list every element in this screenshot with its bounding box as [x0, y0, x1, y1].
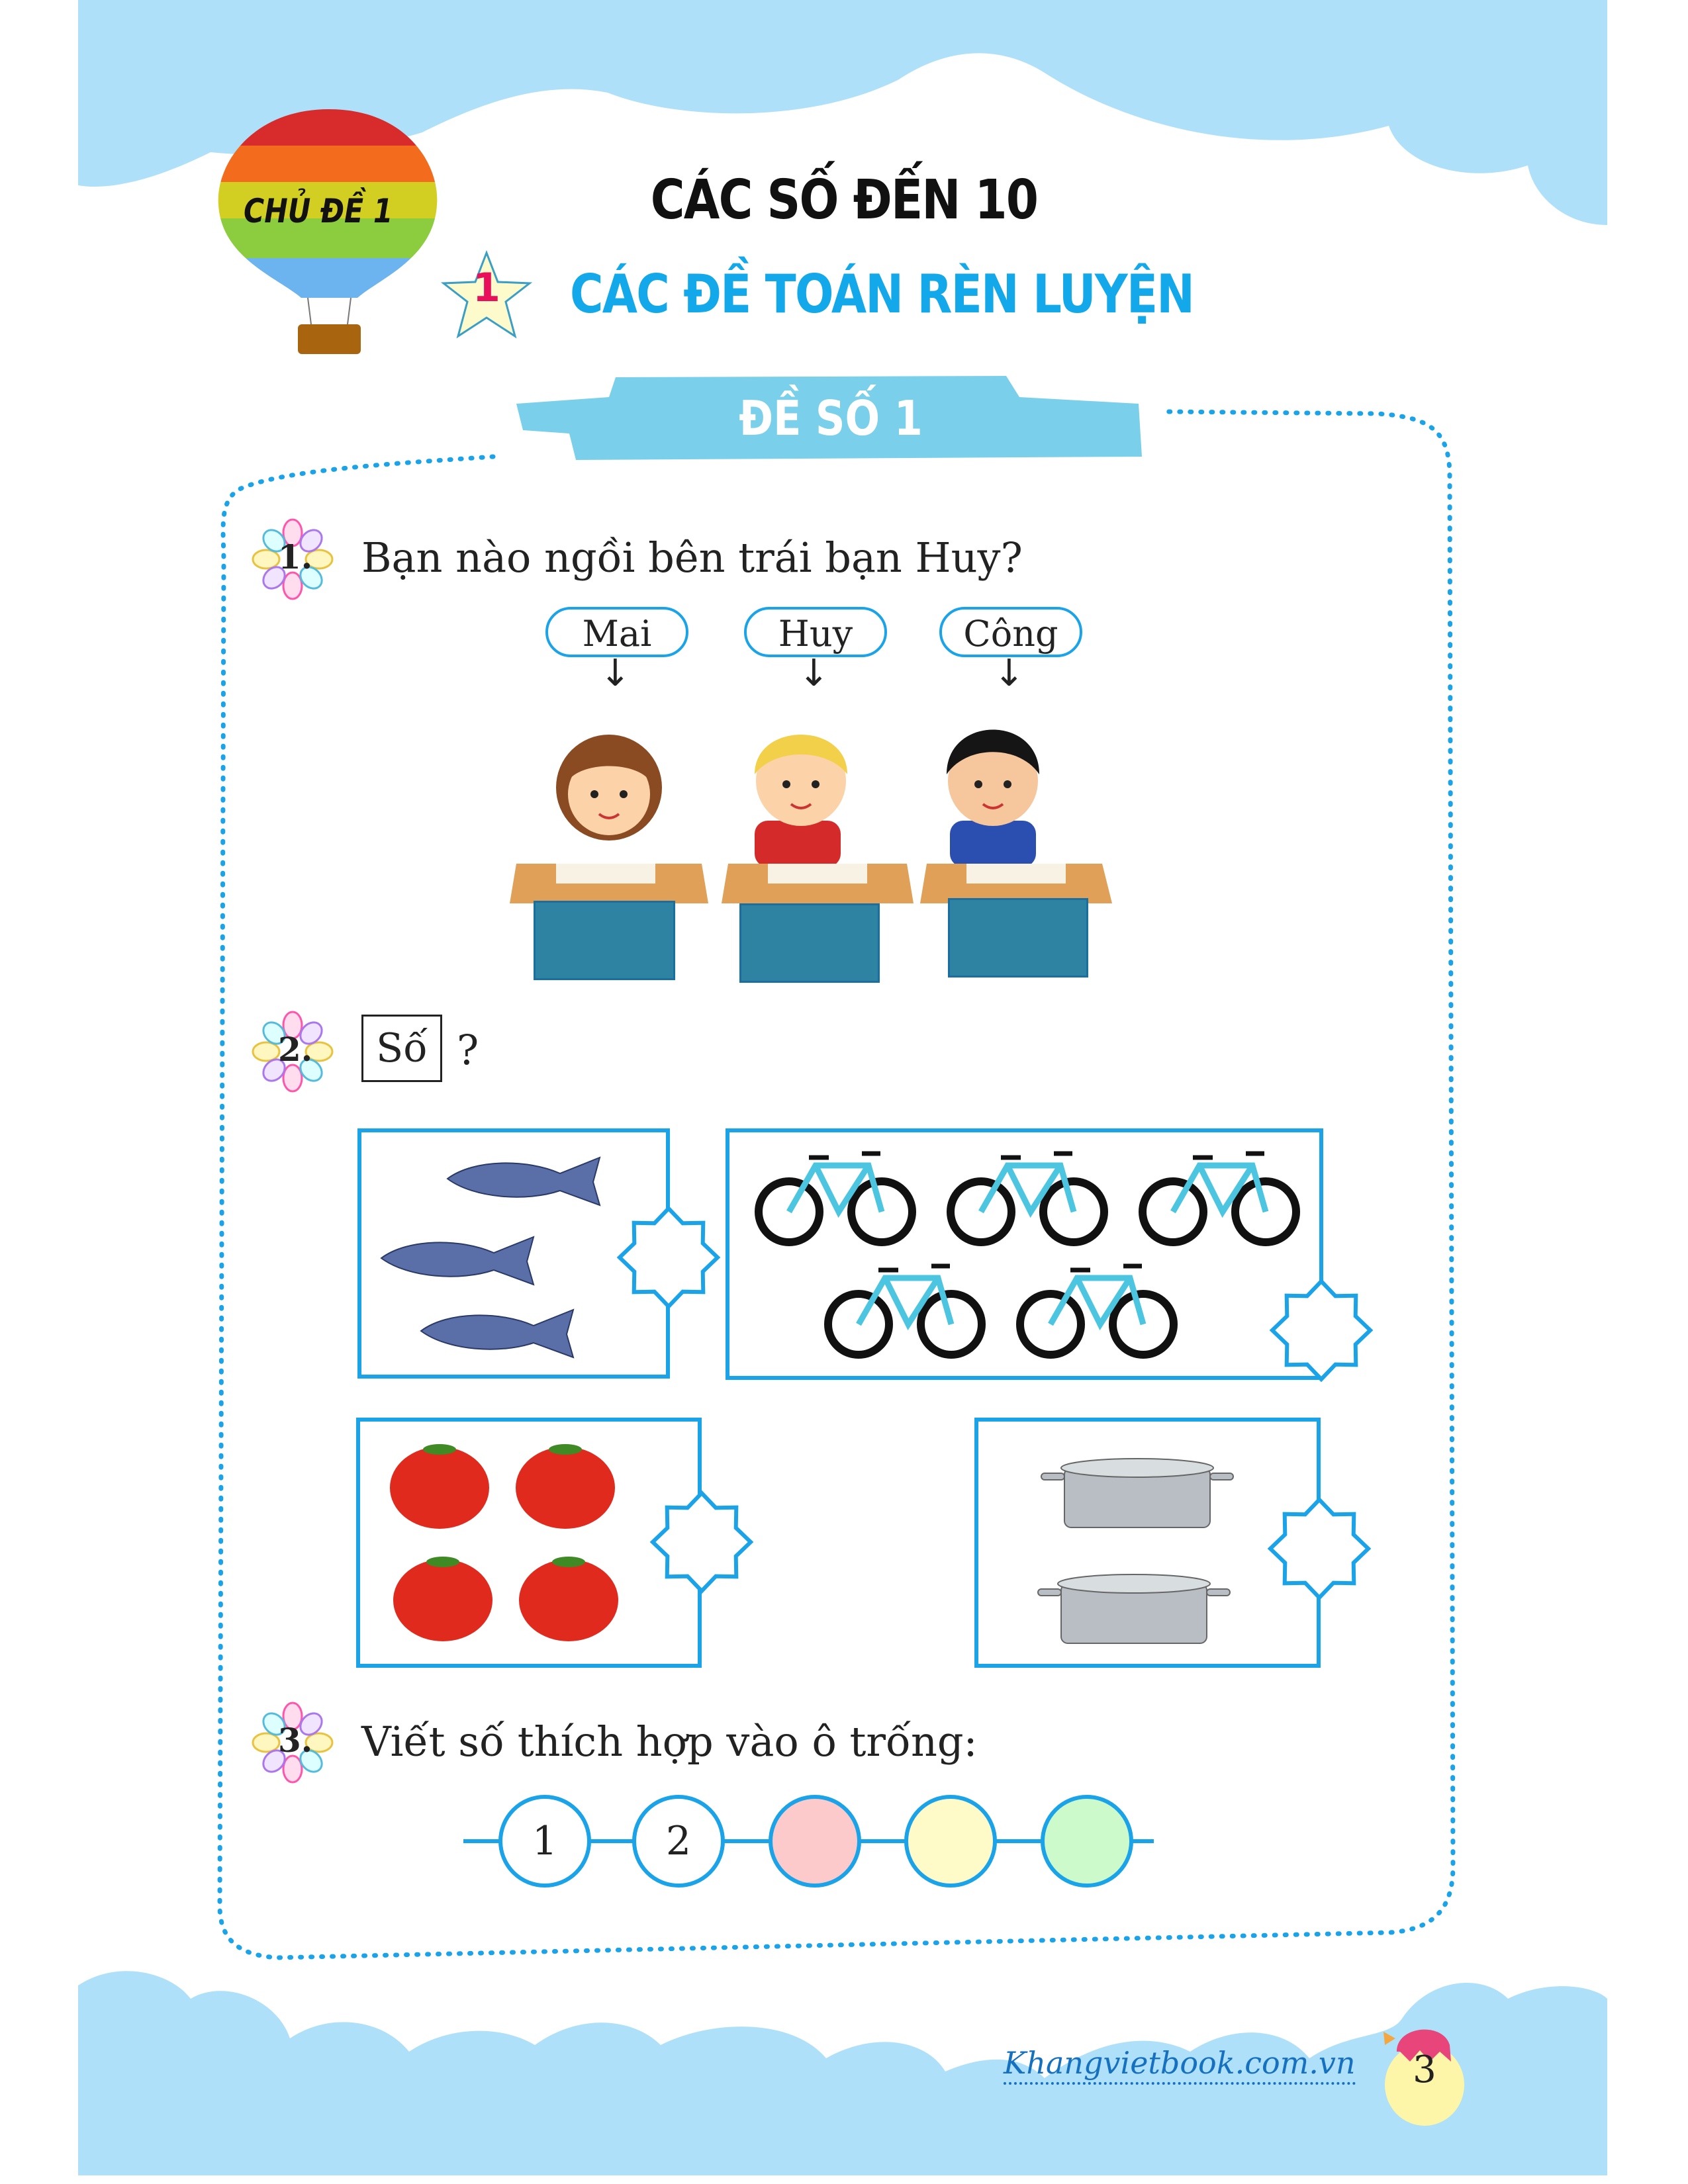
blank-circle-3[interactable]	[769, 1795, 861, 1888]
question-number: 3.	[278, 1721, 313, 1760]
page-title: CÁC SỐ ĐẾN 10	[650, 169, 1039, 232]
children-at-desks-illustration	[510, 729, 1112, 903]
name-bubble-huy: Huy	[744, 607, 887, 657]
page-number: 3	[1413, 2048, 1436, 2091]
group-box-fish	[357, 1128, 670, 1379]
balloon-illustration	[218, 109, 438, 354]
blank-circle-4[interactable]	[904, 1795, 997, 1888]
chapter-label: CHỦ ĐỀ 1	[244, 192, 393, 230]
question-number: 2.	[278, 1030, 313, 1069]
answer-box-huy[interactable]	[739, 903, 880, 983]
sequence-circle-2: 2	[632, 1795, 725, 1888]
boy-cong	[947, 729, 1039, 867]
answer-box-cong[interactable]	[948, 898, 1088, 978]
name-bubble-cong: Công	[939, 607, 1082, 657]
bicycle-icon	[947, 1151, 1108, 1246]
boy-huy	[755, 735, 847, 867]
group-box-bicycles	[726, 1128, 1323, 1380]
boxed-word: Số	[361, 1015, 442, 1082]
bicycle-icon	[824, 1263, 986, 1359]
chick-egg-icon	[1383, 2029, 1464, 2126]
website-link[interactable]: Khangvietbook.com.vn	[1004, 2045, 1356, 2085]
flower-icon	[252, 518, 334, 600]
group-box-tomatoes	[356, 1418, 702, 1668]
top-clouds	[78, 0, 1607, 225]
girl-mai	[556, 735, 662, 841]
question-text: Bạn nào ngồi bên trái bạn Huy?	[361, 533, 1023, 582]
pots-illustration	[1037, 1458, 1234, 1644]
flower-icon	[252, 1702, 334, 1784]
arrow-down-icon: ↓	[600, 652, 631, 695]
star-badge-icon	[440, 250, 533, 339]
arrow-down-icon: ↓	[994, 652, 1025, 695]
question-text: Viết số thích hợp vào ô trống:	[361, 1717, 978, 1766]
question-mark: ?	[457, 1026, 479, 1074]
fish-illustration	[380, 1156, 601, 1359]
name-bubble-mai: Mai	[545, 607, 688, 657]
answer-box-mai[interactable]	[534, 901, 675, 980]
question-number: 1.	[278, 537, 313, 576]
bottom-clouds	[78, 1971, 1607, 2175]
blank-circle-5[interactable]	[1041, 1795, 1133, 1888]
section-number: 1	[473, 265, 500, 311]
arrow-down-icon: ↓	[798, 652, 829, 695]
bicycle-icon	[755, 1151, 916, 1246]
banner-brush	[516, 376, 1142, 460]
group-box-pots	[974, 1418, 1321, 1668]
sequence-circle-1: 1	[498, 1795, 591, 1888]
tomatoes-illustration	[390, 1444, 618, 1641]
bicycle-icon	[1139, 1151, 1300, 1246]
exam-banner: ĐỀ SỐ 1	[739, 390, 923, 446]
flower-icon	[252, 1011, 334, 1093]
bicycles-illustration	[755, 1151, 1300, 1359]
section-subtitle: CÁC ĐỀ TOÁN RÈN LUYỆN	[570, 263, 1195, 325]
bicycle-icon	[1016, 1263, 1178, 1359]
